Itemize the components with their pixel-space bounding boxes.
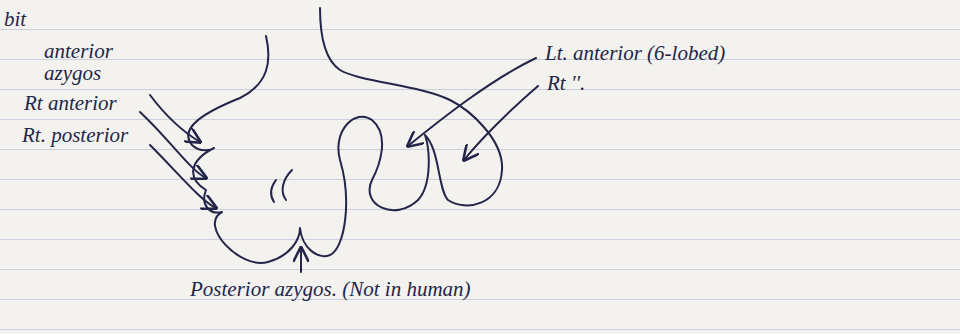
part-label: anterior azygos [44, 40, 139, 84]
part-label: Rt ''. [547, 72, 585, 94]
lobe-stroke [283, 170, 292, 200]
page-heading: bit [4, 8, 26, 30]
part-label: Rt anterior [24, 92, 117, 114]
leader-arrow [150, 95, 200, 142]
leader-arrow [300, 248, 302, 272]
lobe-stroke [271, 180, 276, 202]
liver-outline [188, 8, 502, 263]
leader-arrow [150, 145, 216, 208]
leader-arrow [464, 86, 538, 160]
part-label: Rt. posterior [22, 124, 128, 146]
leader-arrow [408, 58, 536, 146]
note-label: Posterior azygos. (Not in human) [190, 278, 471, 300]
part-label: Lt. anterior (6-lobed) [545, 42, 725, 64]
